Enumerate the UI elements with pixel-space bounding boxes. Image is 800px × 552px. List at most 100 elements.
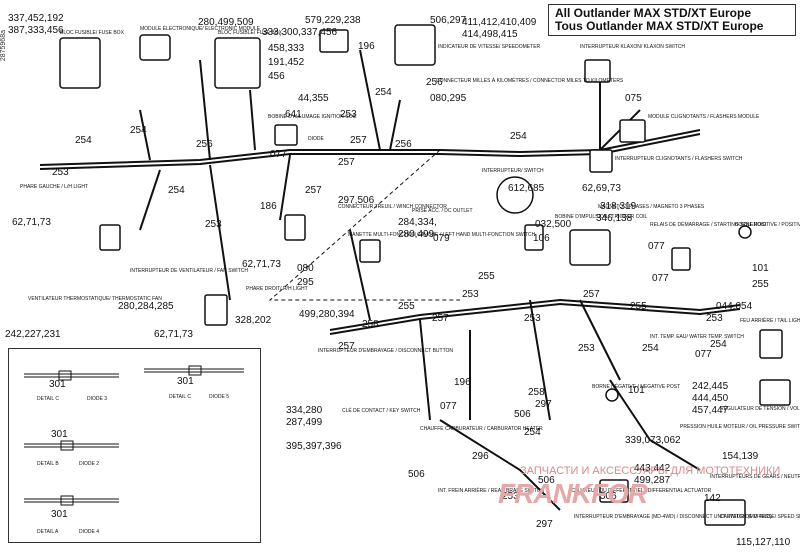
fan-connector	[99, 224, 121, 251]
callout-number: 414,498,415	[462, 29, 518, 40]
component-label: PRISE ACC. / DC OUTLET	[412, 208, 473, 214]
callout-number: 506	[600, 491, 617, 502]
switch-module-top	[584, 59, 611, 83]
component-label: MODULE CLIGNOTANTS / FLASHERS MODULE	[648, 114, 760, 120]
starting-solenoid	[671, 247, 691, 271]
title-box: All Outlander MAX STD/XT Europe Tous Out…	[548, 4, 796, 36]
detail-1-callout: 301	[49, 379, 66, 390]
callout-number: 339,073,062	[625, 435, 681, 446]
callout-number: 254	[168, 185, 185, 196]
callout-number: 456	[268, 71, 285, 82]
callout-number: 253	[502, 491, 519, 502]
callout-number: 254	[524, 427, 541, 438]
callout-number: 254	[375, 87, 392, 98]
callout-number: 297,506	[338, 195, 375, 206]
electronic-module	[139, 34, 171, 61]
diode-detail-box: 301 DETAIL C DIODE 3 301 DETAIL C DIODE …	[8, 348, 261, 543]
callout-number: 506	[538, 475, 555, 486]
callout-number: 62,69,73	[582, 183, 621, 194]
differential-actuator	[599, 479, 629, 503]
callout-number: 387,333,456	[8, 25, 64, 36]
component-label: BOBINE D'ALLUMAGE IGNITION COIL	[268, 114, 357, 120]
tail-light-connector	[759, 329, 783, 359]
speedometer-connector	[394, 24, 436, 66]
callout-number: 257	[338, 157, 355, 168]
callout-number: 280,499	[398, 229, 435, 240]
components	[59, 24, 791, 526]
callout-number: 077	[270, 149, 287, 160]
callout-number: 255	[752, 279, 769, 290]
callout-number: 506	[514, 409, 531, 420]
detail-drawings	[24, 365, 244, 506]
component-label: INTERRUPTEURS DE GEARS / NEUTRAL	[710, 474, 800, 480]
callout-number: 080	[297, 263, 314, 274]
callout-number: 044,054	[716, 301, 753, 312]
fuse-box-center	[214, 37, 261, 89]
detail-1-left: DETAIL C	[37, 396, 59, 402]
callout-number: 254	[642, 343, 659, 354]
callout-number: 334,280	[286, 405, 323, 416]
title-line-2: Tous Outlander MAX STD/XT Europe	[555, 19, 764, 33]
callout-number: 612,685	[508, 183, 545, 194]
callout-number: 296	[472, 451, 489, 462]
callout-number: 287,499	[286, 417, 323, 428]
callout-number: 297	[535, 399, 552, 410]
callout-number: 101	[628, 385, 645, 396]
right-light-connector	[204, 294, 228, 326]
callout-number: 254	[710, 339, 727, 350]
detail-3-callout: 301	[51, 429, 68, 440]
component-label: INT. FREIN ARRIÈRE / REAR BRAKE SWITCH	[438, 487, 545, 494]
callout-number: 077	[652, 273, 669, 284]
component-label: CONNECTEUR TREUIL / WINCH CONNECTOR	[338, 204, 447, 210]
flashers-switch	[589, 149, 613, 173]
callout-number: 101	[752, 263, 769, 274]
callout-number: 080,295	[430, 93, 467, 104]
component-label: PHARE DROIT/ R/H LIGHT	[246, 286, 308, 292]
title-line-1: All Outlander MAX STD/XT Europe	[555, 6, 752, 20]
callout-number: 253	[52, 167, 69, 178]
component-label: MAGNÉTO 3 PHASES / MAGNETO 3 PHASES	[598, 203, 705, 210]
flasher-module	[619, 119, 646, 143]
detail-2-callout: 301	[177, 376, 194, 387]
dashed-divider	[268, 149, 460, 301]
callout-number: 44,355	[298, 93, 329, 104]
component-label: BLOC FUSIBLE/ FUSE BOX	[218, 30, 283, 36]
component-label: BLOC FUSIBLE/ FUSE BOX	[60, 30, 125, 36]
component-label: INTERRUPTEUR D'EMBRAYAGE / DISCONNECT BU…	[318, 348, 453, 354]
callout-number: 254	[75, 135, 92, 146]
detail-4-left: DETAIL A	[37, 529, 59, 535]
callout-number: 257	[583, 289, 600, 300]
callout-number: 506,297	[430, 15, 467, 26]
detail-2-left: DETAIL C	[169, 394, 191, 400]
component-label: VENTILATEUR THERMOSTATIQUE/ THERMOSTATIC…	[28, 296, 162, 302]
detail-4-callout: 301	[51, 509, 68, 520]
speed-sensor	[704, 499, 746, 526]
callout-number: 186	[260, 201, 277, 212]
component-label: INTERRUPTEUR DE VENTILATEUR / FAN SWITCH	[130, 268, 248, 274]
callout-number: 255	[630, 301, 647, 312]
callout-number: 255	[398, 301, 415, 312]
callout-number: 411,412,410,409	[462, 17, 537, 28]
voltage-regulator	[759, 379, 791, 406]
component-label: CONNECTEUR MILLES À KILOMÈTRES / CONNECT…	[436, 77, 624, 84]
component-label: RELAIS DE DÉMARRAGE / STARTING SOLENOID	[650, 221, 766, 228]
callout-number: 337,452,192	[8, 13, 64, 24]
component-label: CLÉ DE CONTACT / KEY SWITCH	[342, 407, 421, 414]
component-label: BORNE NÉGATIVE / NEGATIVE POST	[592, 383, 680, 390]
callout-number: 253	[340, 109, 357, 120]
callout-number: 499,280,394	[299, 309, 355, 320]
callout-number: 079	[433, 233, 450, 244]
callout-number: 284,334,	[398, 217, 437, 228]
callout-number: 297	[536, 519, 553, 530]
component-label: PHARE GAUCHE / L/H LIGHT	[20, 184, 88, 190]
fuse-box-left	[59, 37, 101, 89]
doc-id: 2875968a	[0, 30, 7, 62]
component-label: INTERRUPTEUR D'EMBRAYAGE (MD-4WD) / DISC…	[574, 514, 772, 520]
component-label: BORNE POSITIVE / POSITIVE POST	[735, 222, 800, 228]
component-label: PRESSION HUILE MOTEUR / OIL PRESSURE SWI…	[680, 424, 800, 430]
negative-post	[605, 388, 619, 402]
detail-2-right: DIODE 5	[209, 394, 230, 400]
callout-number: 62,71,73	[242, 259, 281, 270]
callout-number: 257	[338, 341, 355, 352]
component-label: INDICATEUR DE VITESSE/ SPEEDOMETER	[438, 44, 541, 50]
